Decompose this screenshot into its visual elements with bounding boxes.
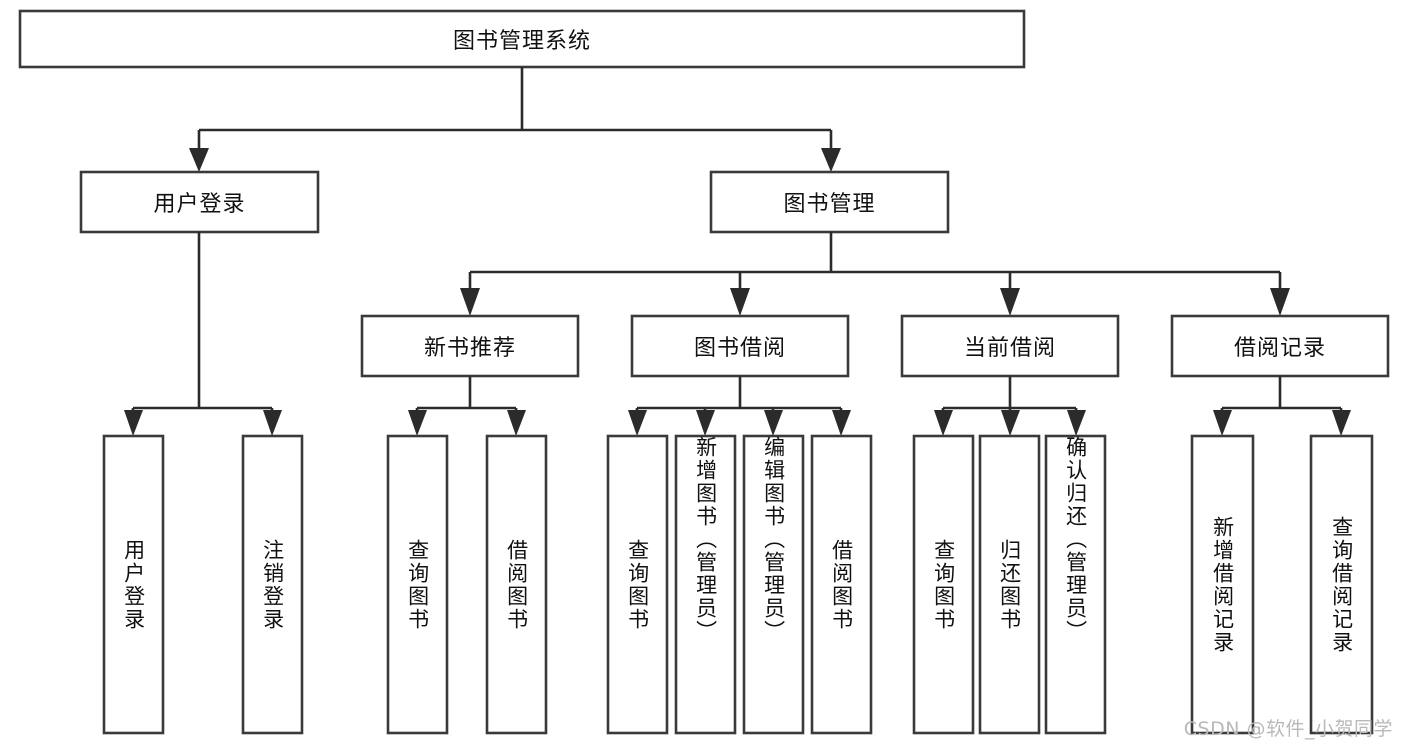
node-leaf-query-book-3-box[interactable] bbox=[912, 434, 975, 735]
arrowhead-leaf-borrow-book-2 bbox=[832, 410, 851, 436]
arrowhead-leaf-return-book bbox=[1001, 410, 1020, 436]
arrowhead-leaf-add-record bbox=[1213, 410, 1232, 436]
node-leaf-edit-book-box[interactable] bbox=[742, 434, 805, 735]
arrowhead-leaf-edit-book bbox=[764, 410, 783, 436]
arrowhead-user-login bbox=[189, 148, 209, 172]
node-leaf-add-record-box[interactable] bbox=[1190, 434, 1255, 735]
node-leaf-user-login-box[interactable] bbox=[102, 434, 165, 735]
arrowhead-leaf-query-book-1 bbox=[408, 410, 427, 436]
node-leaf-return-book-box[interactable] bbox=[978, 434, 1041, 735]
node-current-borrow-box[interactable] bbox=[900, 314, 1120, 378]
node-leaf-borrow-book-1-box[interactable] bbox=[485, 434, 548, 735]
node-leaf-confirm-return-box[interactable] bbox=[1044, 434, 1107, 735]
node-new-book-rec-box[interactable] bbox=[360, 314, 580, 378]
arrowhead-current-borrow bbox=[1000, 288, 1020, 316]
arrowhead-leaf-query-record bbox=[1332, 410, 1351, 436]
arrowhead-leaf-confirm-return bbox=[1067, 410, 1086, 436]
arrowhead-book-borrow bbox=[730, 288, 750, 316]
arrowhead-book-manage bbox=[821, 148, 841, 172]
node-book-borrow-box[interactable] bbox=[630, 314, 850, 378]
node-root-box[interactable] bbox=[18, 9, 1026, 69]
arrowhead-leaf-logout bbox=[263, 410, 282, 436]
node-leaf-query-record-box[interactable] bbox=[1309, 434, 1374, 735]
arrowhead-leaf-borrow-book-1 bbox=[507, 410, 526, 436]
arrowhead-leaf-user-login bbox=[124, 410, 143, 436]
arrowhead-leaf-query-book-2 bbox=[628, 410, 647, 436]
node-leaf-add-book-box[interactable] bbox=[674, 434, 737, 735]
arrowhead-leaf-query-book-3 bbox=[934, 410, 953, 436]
node-leaf-query-book-1-box[interactable] bbox=[386, 434, 449, 735]
node-leaf-query-book-2-box[interactable] bbox=[606, 434, 669, 735]
node-user-login-box[interactable] bbox=[79, 170, 320, 234]
node-leaf-borrow-book-2-box[interactable] bbox=[810, 434, 873, 735]
node-leaf-logout-box[interactable] bbox=[241, 434, 304, 735]
arrowhead-new-book-rec bbox=[460, 288, 480, 316]
node-book-manage-box[interactable] bbox=[709, 170, 950, 234]
node-borrow-record-box[interactable] bbox=[1170, 314, 1390, 378]
arrowhead-leaf-add-book bbox=[696, 410, 715, 436]
arrowhead-borrow-record bbox=[1270, 288, 1290, 316]
